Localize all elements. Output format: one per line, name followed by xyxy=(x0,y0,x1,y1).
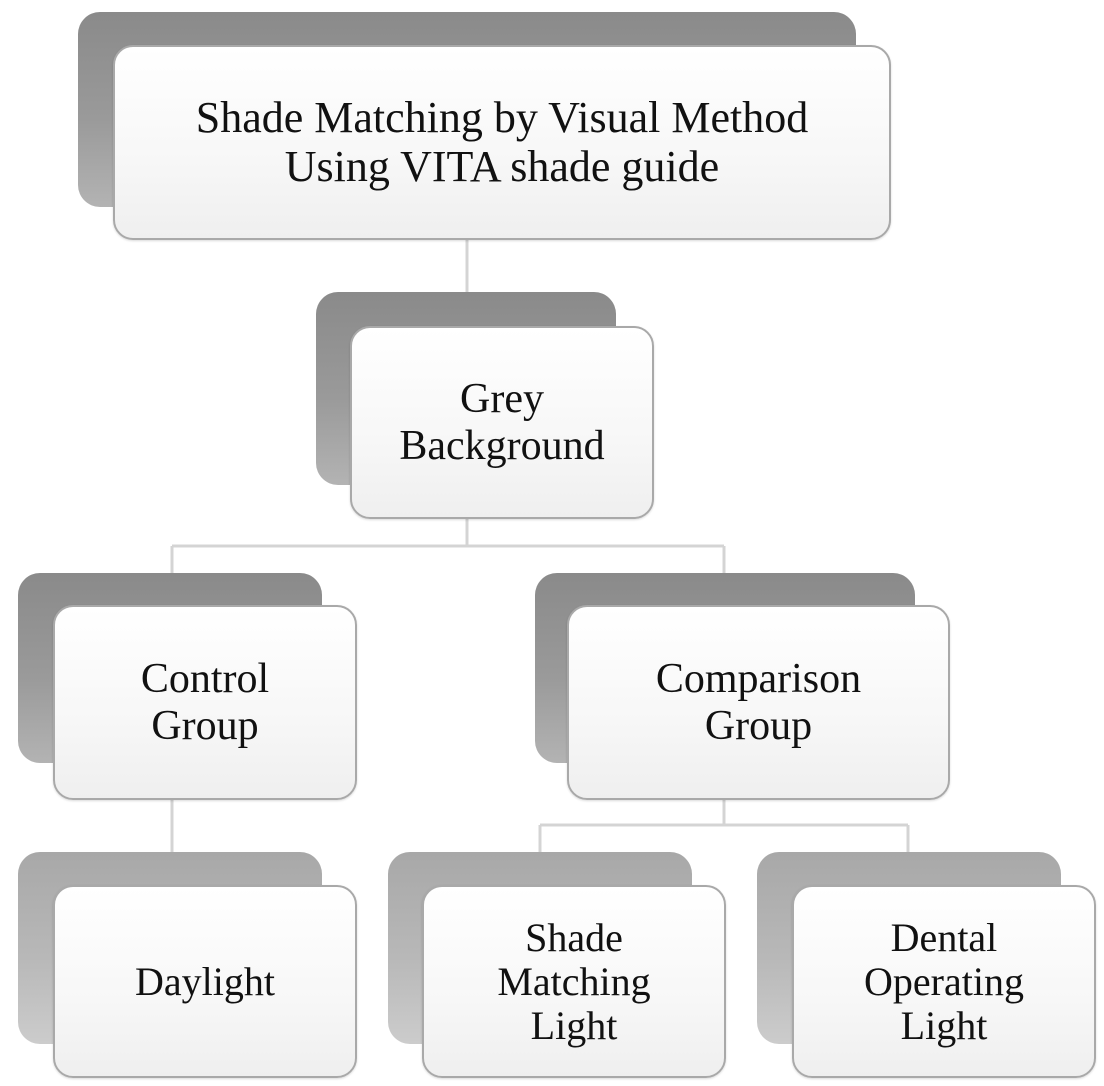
comparison-group-line-1: Comparison xyxy=(655,656,862,703)
control-group-line-1: Control xyxy=(140,656,270,703)
daylight-node: Daylight xyxy=(53,885,357,1078)
background-node: Grey Background xyxy=(350,326,654,519)
root-node: Shade Matching by Visual Method Using VI… xyxy=(113,45,891,240)
shade-matching-light-line-2: Matching xyxy=(497,958,651,1004)
dental-operating-light-line-3: Light xyxy=(900,1002,988,1048)
shade-matching-light-line-3: Light xyxy=(530,1002,618,1048)
root-node-line-1: Shade Matching by Visual Method xyxy=(195,93,809,143)
dental-operating-light-line-2: Operating xyxy=(864,958,1024,1004)
control-group-text: Control Group xyxy=(141,656,269,748)
dental-operating-light-line-1: Dental xyxy=(890,914,998,960)
dental-operating-light-text: Dental Operating Light xyxy=(864,914,1024,1048)
control-group-node: Control Group xyxy=(53,605,357,800)
shade-matching-light-text: Shade Matching Light xyxy=(497,914,651,1048)
comparison-group-line-2: Group xyxy=(704,702,813,749)
shade-matching-light-line-1: Shade xyxy=(525,914,623,960)
root-node-text: Shade Matching by Visual Method Using VI… xyxy=(195,93,809,191)
daylight-line-1: Daylight xyxy=(135,958,275,1004)
background-node-line-1: Grey xyxy=(460,376,544,423)
daylight-text: Daylight xyxy=(135,958,275,1004)
dental-operating-light-node: Dental Operating Light xyxy=(792,885,1096,1078)
comparison-group-node: Comparison Group xyxy=(567,605,950,800)
background-node-line-2: Background xyxy=(399,422,605,469)
shade-matching-light-node: Shade Matching Light xyxy=(422,885,726,1078)
comparison-group-text: Comparison Group xyxy=(656,656,861,748)
control-group-line-2: Group xyxy=(151,702,259,749)
root-node-line-2: Using VITA shade guide xyxy=(284,141,720,191)
background-node-text: Grey Background xyxy=(399,376,604,468)
